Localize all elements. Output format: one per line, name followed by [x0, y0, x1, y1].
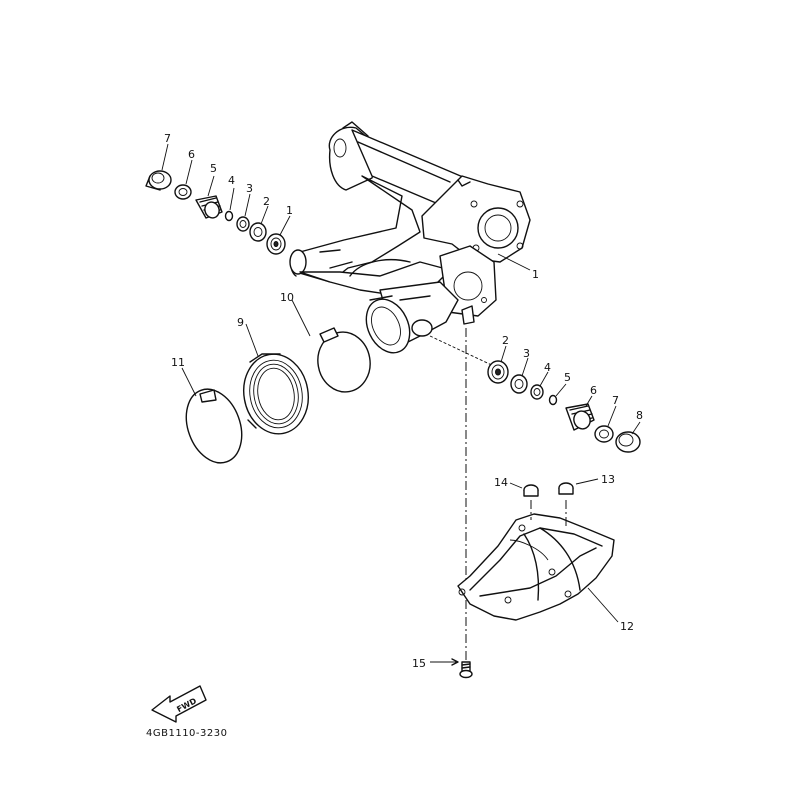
- callout-2-upper: 1: [286, 204, 293, 217]
- ring-upper[interactable]: [236, 216, 250, 232]
- pivot-cap-upper[interactable]: [145, 170, 172, 191]
- callout-14: 14: [494, 476, 508, 489]
- bearing-lower[interactable]: [487, 360, 509, 384]
- pivot-shaft-upper[interactable]: [195, 195, 223, 220]
- pivot-cap-lower[interactable]: [615, 431, 641, 453]
- callout-4-upper: 3: [246, 182, 253, 195]
- callout-8-lower: 8: [636, 409, 643, 422]
- callout-15: 15: [412, 657, 426, 670]
- callout-3-upper: 2: [263, 195, 270, 208]
- callout-5-upper: 4: [228, 174, 235, 187]
- circlip-lower[interactable]: [548, 394, 558, 406]
- callout-1: 1: [532, 268, 539, 281]
- pivot-shaft-lower[interactable]: [565, 403, 595, 431]
- seal-upper[interactable]: [249, 222, 267, 242]
- swingarm-part[interactable]: [289, 121, 531, 360]
- screw-13[interactable]: [558, 482, 574, 495]
- bolt-15[interactable]: [459, 661, 473, 679]
- callout-7-upper: 6: [188, 148, 195, 161]
- bearing-upper[interactable]: [266, 233, 286, 255]
- hose-clamp-upper[interactable]: [313, 327, 375, 396]
- callout-5-lower: 5: [564, 371, 571, 384]
- callout-11: 11: [171, 356, 185, 369]
- circlip-upper[interactable]: [224, 210, 234, 222]
- callout-12: 12: [620, 620, 634, 633]
- screw-14[interactable]: [523, 484, 539, 497]
- fwd-arrow-icon: FWD: [151, 685, 207, 723]
- hose-clamp-lower[interactable]: [177, 381, 252, 470]
- callout-8-upper: 7: [164, 132, 171, 145]
- nut-upper[interactable]: [174, 184, 192, 200]
- callout-10: 10: [280, 291, 294, 304]
- callout-9: 9: [237, 316, 244, 329]
- callout-6-lower: 6: [590, 384, 597, 397]
- callout-6-upper: 5: [210, 162, 217, 175]
- callout-13: 13: [601, 473, 615, 486]
- nut-lower[interactable]: [594, 425, 614, 443]
- callout-2-lower: 2: [502, 334, 509, 347]
- ring-lower[interactable]: [530, 384, 544, 400]
- rubber-boot[interactable]: [238, 349, 315, 439]
- catalog-code: 4GB1110-3230: [146, 728, 227, 739]
- callout-4-lower: 4: [544, 361, 551, 374]
- chain-cover[interactable]: [457, 513, 615, 621]
- callout-7-lower: 7: [612, 394, 619, 407]
- callout-3-lower: 3: [523, 347, 530, 360]
- seal-lower[interactable]: [510, 374, 528, 394]
